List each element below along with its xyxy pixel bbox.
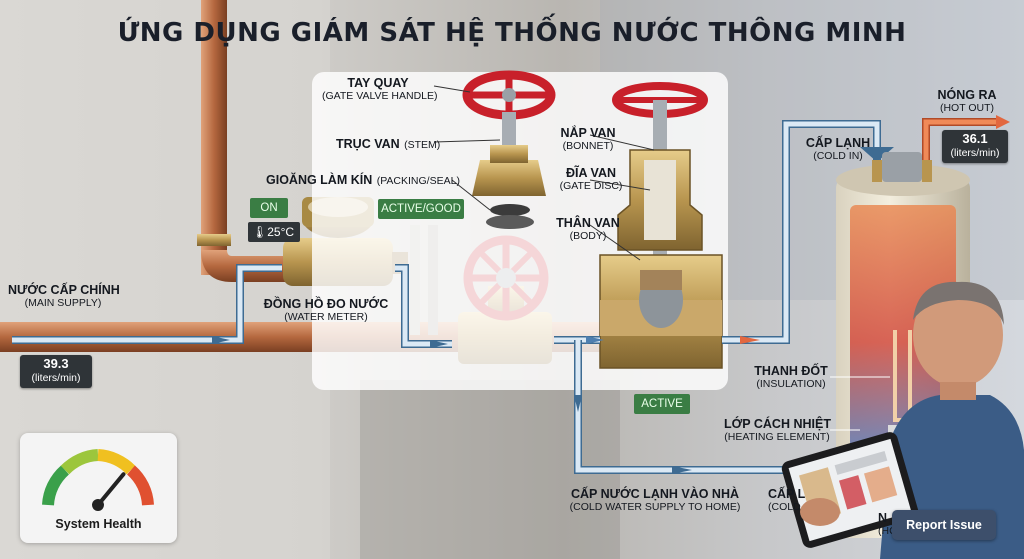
- label-sub: (HEATING ELEMENT): [724, 431, 830, 444]
- thermometer-icon: 🌡: [252, 225, 268, 239]
- label-main: GIOĂNG LÀM KÍN: [266, 173, 373, 187]
- label-cold-water-home: CẤP NƯỚC LẠNH VÀO NHÀ (COLD WATER SUPPLY…: [552, 487, 758, 513]
- temperature-readout: 🌡25°C: [248, 222, 301, 242]
- label-sub: (GATE VALVE HANDLE): [322, 90, 438, 103]
- label-sub: (BODY): [569, 230, 607, 243]
- label-sub: (HOT OUT): [939, 102, 995, 115]
- label-main: THÂN VAN: [556, 216, 620, 230]
- report-issue-button[interactable]: Report Issue: [892, 510, 996, 540]
- label-gate-disc: ĐĨA VAN (GATE DISC): [548, 166, 634, 192]
- label-cold-partial: CẤP L (COLD: [768, 487, 805, 513]
- label-sub: (COLD: [768, 501, 801, 513]
- flow-unit: (liters/min): [950, 147, 1000, 159]
- gauge-icon: [42, 449, 154, 511]
- label-sub: (INSULATION): [756, 378, 826, 391]
- label-main: CẤP NƯỚC LẠNH VÀO NHÀ: [570, 487, 740, 501]
- label-main: THANH ĐỐT: [754, 364, 828, 378]
- label-main: CẤP LẠNH: [805, 136, 871, 150]
- system-health-label: System Health: [55, 517, 142, 531]
- label-sub: (PACKING/SEAL): [376, 175, 460, 187]
- label-main: ĐĨA VAN: [566, 166, 616, 180]
- label-main: NƯỚC CẤP CHÍNH: [8, 283, 120, 297]
- meter-on-badge: ON: [250, 198, 288, 218]
- label-sub: (COLD IN): [813, 150, 863, 163]
- page-title: ỨNG DỤNG GIÁM SÁT HỆ THỐNG NƯỚC THÔNG MI…: [117, 18, 907, 48]
- flow-unit: (liters/min): [31, 372, 81, 384]
- label-stem: TRỤC VAN (STEM): [336, 135, 440, 153]
- label-main: ĐỒNG HỒ ĐO NƯỚC: [263, 297, 389, 311]
- system-health-card[interactable]: System Health: [20, 433, 177, 543]
- temperature-value: 25°C: [267, 225, 295, 239]
- label-bonnet: NẮP VAN (BONNET): [548, 126, 628, 152]
- label-gate-valve-handle: TAY QUAY (GATE VALVE HANDLE): [322, 76, 438, 103]
- label-sub: (MAIN SUPPLY): [24, 297, 102, 310]
- gauge-needle: [96, 472, 126, 507]
- label-body: THÂN VAN (BODY): [548, 216, 628, 242]
- label-sub: (GATE DISC): [559, 180, 623, 193]
- flow-value: 36.1: [962, 131, 988, 146]
- label-packing-seal: GIOĂNG LÀM KÍN (PACKING/SEAL): [266, 171, 460, 189]
- label-sub: (BONNET): [562, 140, 614, 153]
- label-sub: (WATER METER): [284, 311, 368, 324]
- gate-active-badge: ACTIVE: [634, 394, 690, 414]
- valve-status-badge: ACTIVE/GOOD: [378, 199, 464, 219]
- hot-flow-readout: 36.1 (liters/min): [942, 130, 1008, 163]
- label-heating-element: LỚP CÁCH NHIỆT (HEATING ELEMENT): [724, 417, 831, 444]
- label-hot-out: NÓNG RA (HOT OUT): [932, 88, 1002, 114]
- label-insulation: THANH ĐỐT (INSULATION): [752, 364, 830, 390]
- label-main: CẤP L: [768, 487, 806, 501]
- label-cold-in: CẤP LẠNH (COLD IN): [802, 136, 874, 162]
- label-sub: (COLD WATER SUPPLY TO HOME): [569, 501, 741, 514]
- label-sub: (STEM): [404, 139, 441, 151]
- label-main: TAY QUAY: [347, 76, 409, 90]
- label-main-supply: NƯỚC CẤP CHÍNH (MAIN SUPPLY): [8, 283, 120, 310]
- flow-value: 39.3: [43, 356, 69, 371]
- label-main: NÓNG RA: [937, 88, 997, 102]
- label-main: N: [878, 511, 888, 525]
- label-main: NẮP VAN: [560, 126, 616, 140]
- label-main: LỚP CÁCH NHIỆT: [724, 417, 831, 431]
- label-main: TRỤC VAN: [336, 137, 400, 151]
- label-water-meter: ĐỒNG HỒ ĐO NƯỚC (WATER METER): [256, 297, 396, 323]
- main-flow-readout: 39.3 (liters/min): [20, 355, 92, 388]
